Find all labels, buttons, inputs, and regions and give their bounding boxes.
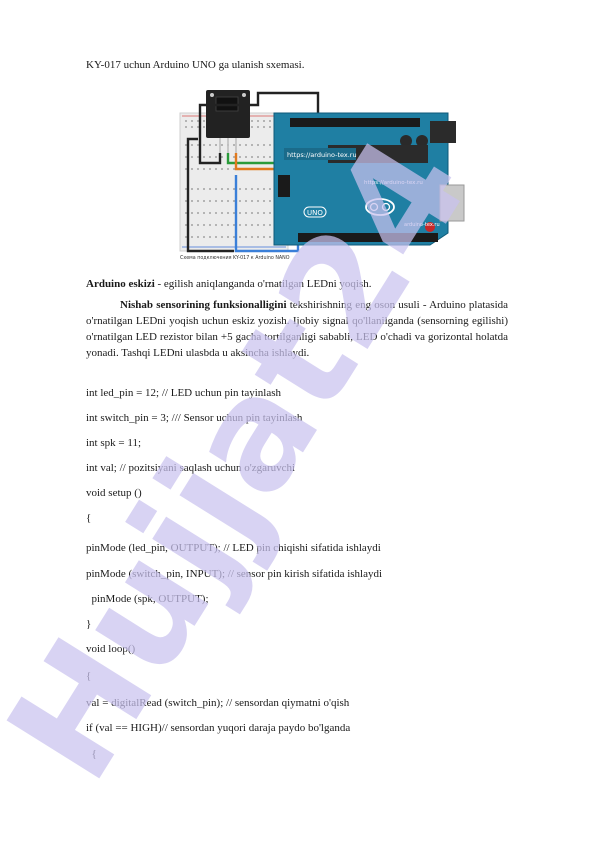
- code-line: int val; // pozitsiyani saqlash uchun o'…: [86, 462, 296, 474]
- code-line: }: [86, 618, 92, 630]
- code-line: void setup (): [86, 487, 142, 499]
- sketch-heading-rest: - egilish aniqlanganda o'rnatilgan LEDni…: [154, 278, 372, 290]
- sketch-heading: Arduino eskizi - egilish aniqlanganda o'…: [86, 278, 372, 290]
- code-line: int led_pin = 12; // LED uchun pin tayin…: [86, 387, 282, 399]
- code-line: {: [86, 748, 97, 760]
- usb-port: [439, 184, 465, 222]
- code-line: if (val == HIGH)// sensordan yuqori dara…: [86, 722, 351, 734]
- code-line: int spk = 11;: [86, 437, 141, 449]
- uno-label: UNO: [307, 209, 323, 217]
- wire-gnd: [198, 91, 320, 165]
- code-line: val = digitalRead (switch_pin); // senso…: [86, 697, 350, 709]
- power-jack: [430, 121, 456, 143]
- paragraph-bold: Nishab sensorining funksionalligini: [120, 299, 287, 311]
- code-line: {: [86, 512, 92, 524]
- url-label-2: https://arduino-tex.ru: [364, 180, 423, 186]
- code-line: pinMode (switch_pin, INPUT); // sensor p…: [86, 568, 383, 580]
- code-line: pinMode (led_pin, OUTPUT); // LED pin ch…: [86, 542, 381, 554]
- reset-button: [425, 222, 435, 232]
- paragraph-rest: tekshirishning eng oson usuli - Arduino …: [86, 299, 509, 359]
- code-line: int switch_pin = 3; /// Sensor uchun pin…: [86, 412, 303, 424]
- url-label-3: arduino-tex.ru: [404, 222, 440, 228]
- code-line: void loop(): [86, 643, 136, 655]
- figure-title: KY-017 uchun Arduino UNO ga ulanish sxem…: [86, 59, 305, 71]
- wiring-diagram: https://arduino-tex.ru https://arduino-t…: [179, 90, 465, 261]
- figure-caption: Схема подключения KY-017 к Arduino NANO: [180, 255, 290, 261]
- code-line: {: [86, 670, 92, 682]
- sketch-heading-bold: Arduino eskizi: [86, 278, 155, 290]
- description-paragraph: Nishab sensorining funksionalligini teks…: [86, 297, 508, 361]
- url-label-1: https://arduino-tex.ru: [287, 151, 357, 159]
- code-line: pinMode (spk, OUTPUT);: [86, 593, 209, 605]
